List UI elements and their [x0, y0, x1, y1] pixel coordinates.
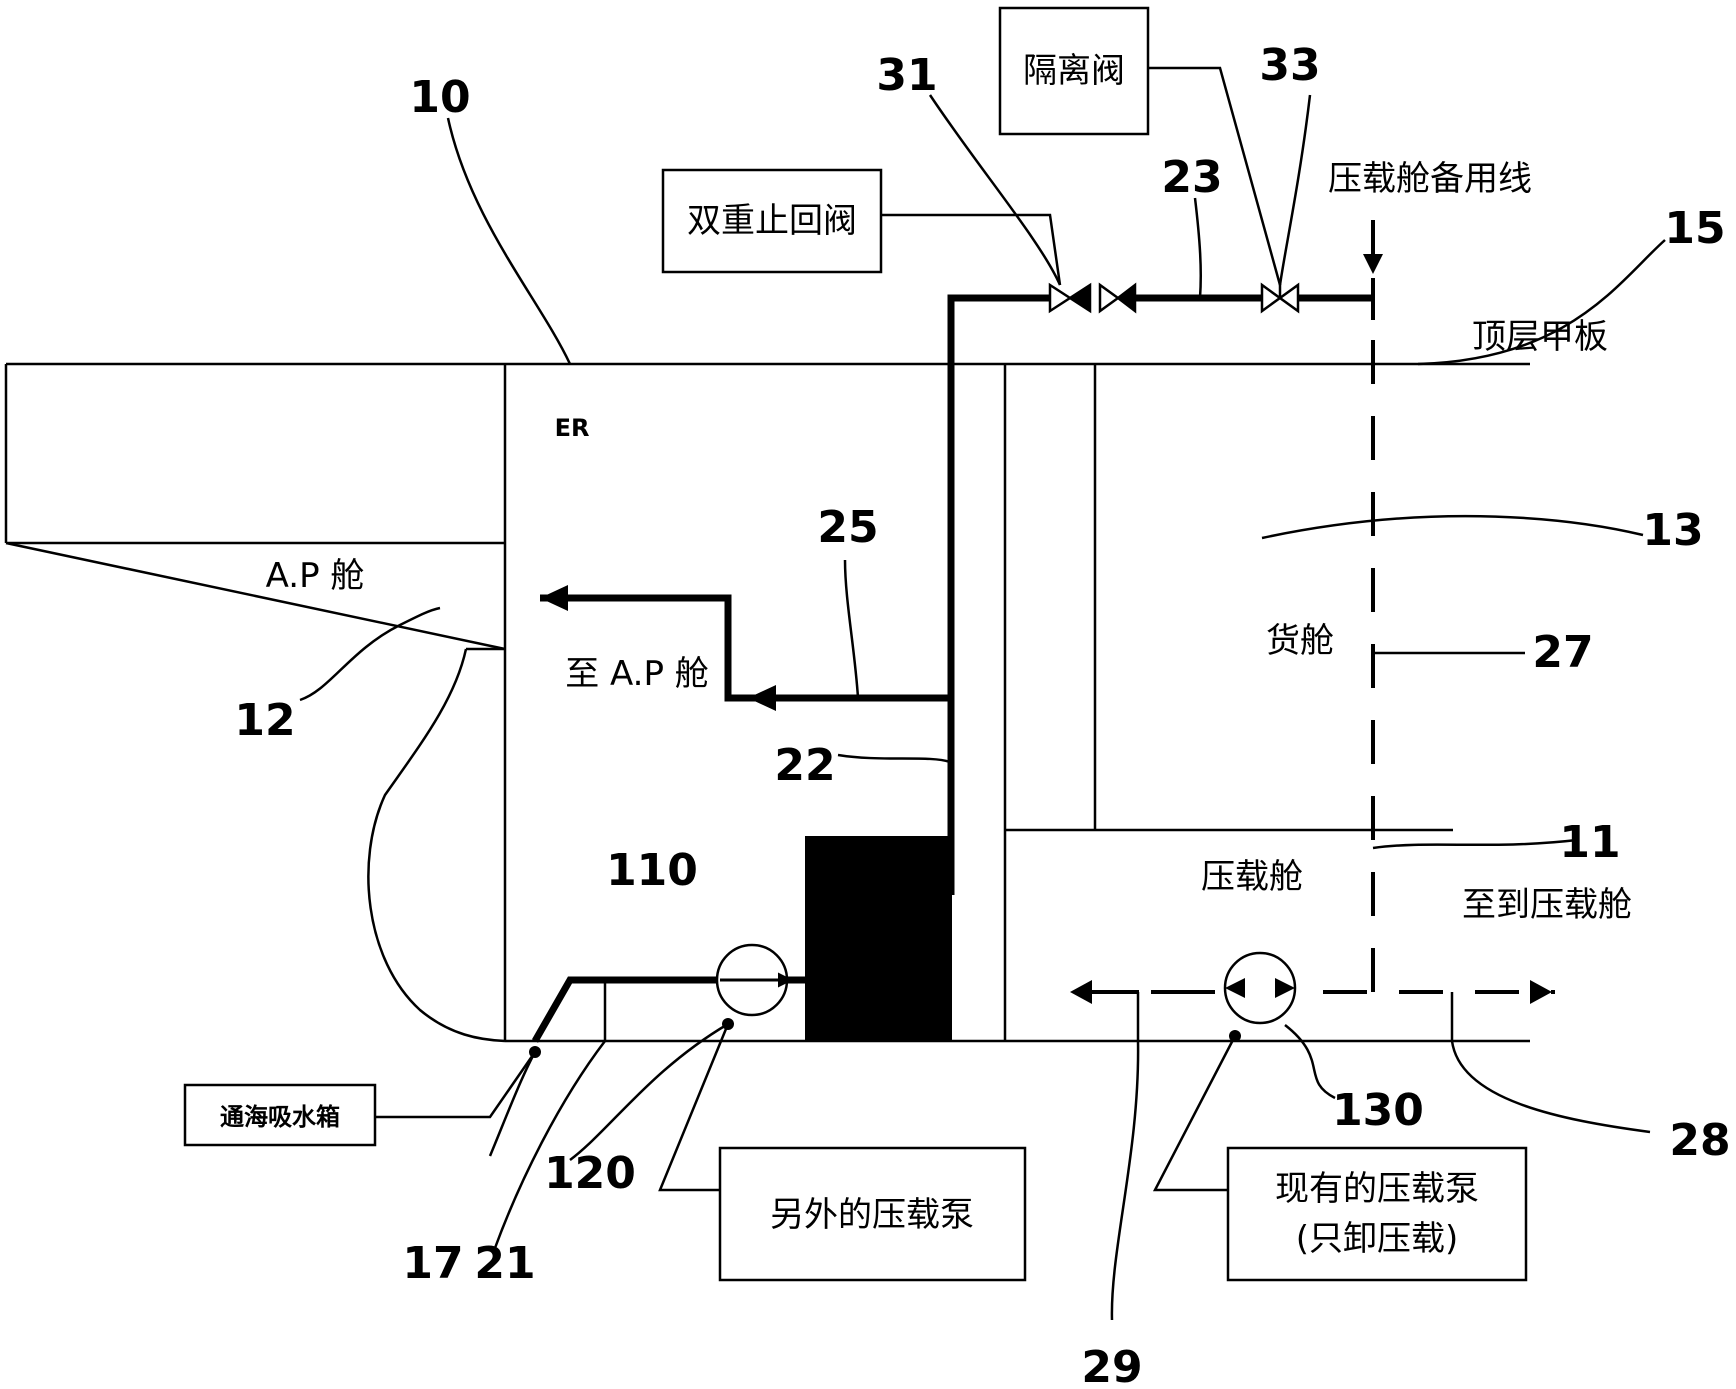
ref-21: 21 [474, 1238, 535, 1289]
ballast-spare-line-label: 压载舱备用线 [1328, 159, 1532, 199]
ref-130: 130 [1332, 1085, 1424, 1136]
additional-pump-120 [715, 943, 793, 1030]
ref-22: 22 [774, 740, 835, 791]
existing-pump-130 [1223, 951, 1297, 1042]
double-check-valve-label: 双重止回阀 [687, 201, 857, 241]
stern-slope [5, 541, 506, 651]
additional-pump-label: 另外的压载泵 [770, 1195, 974, 1235]
existing-pump-label-2: (只卸压载) [1296, 1219, 1459, 1259]
ref-15: 15 [1664, 203, 1725, 254]
arrow-to-ap-tank [540, 585, 568, 611]
ref-27: 27 [1532, 627, 1593, 678]
hull-structure [4, 362, 1530, 1043]
ref-120: 120 [544, 1148, 636, 1199]
pipe-25 [540, 594, 951, 702]
isolation-valve-box [998, 6, 1150, 136]
existing-pump-label-1: 现有的压载泵 [1275, 1169, 1479, 1209]
ref-11: 11 [1559, 817, 1620, 868]
ref-10: 10 [409, 72, 470, 123]
piping [531, 294, 1373, 1043]
ref-31: 31 [876, 50, 937, 101]
ref-28: 28 [1669, 1115, 1730, 1166]
pump-block-110 [805, 836, 952, 1041]
ref-25: 25 [817, 502, 878, 553]
pipe-21 [531, 976, 716, 1043]
arrow-left-29 [1070, 980, 1092, 1004]
top-deck-label: 顶层甲板 [1472, 317, 1608, 357]
ap-tank-label: A.P 舱 [266, 556, 365, 596]
stern-bottom-curve [367, 648, 506, 1043]
arrow-right-28 [1530, 980, 1552, 1004]
additional-pump-box [718, 1146, 1027, 1282]
leader-lines [299, 66, 1666, 1321]
ref-17: 17 [402, 1238, 463, 1289]
ref-33: 33 [1259, 40, 1320, 91]
isolation-valve-label: 隔离阀 [1023, 51, 1125, 91]
cargo-hold-label: 货舱 [1266, 621, 1334, 661]
to-ap-tank-label: 至 A.P 舱 [565, 654, 709, 694]
sea-chest-label: 通海吸水箱 [220, 1103, 340, 1131]
er-label: ER [555, 414, 590, 442]
ref-13: 13 [1642, 505, 1703, 556]
arrow-pipe-25 [748, 685, 776, 711]
ref-110: 110 [606, 845, 698, 896]
ref-23: 23 [1161, 152, 1222, 203]
pipe-22-vertical [947, 294, 1050, 895]
sea-chest-box [183, 1083, 377, 1147]
ballast-tank-label: 压载舱 [1201, 857, 1303, 897]
ref-12: 12 [234, 695, 295, 746]
existing-pump-box [1226, 1146, 1528, 1282]
double-check-valve-31 [1048, 282, 1137, 314]
ref-29: 29 [1081, 1342, 1142, 1389]
double-check-valve-box [661, 168, 883, 274]
to-ballast-tank-label: 至到压载舱 [1462, 885, 1632, 925]
